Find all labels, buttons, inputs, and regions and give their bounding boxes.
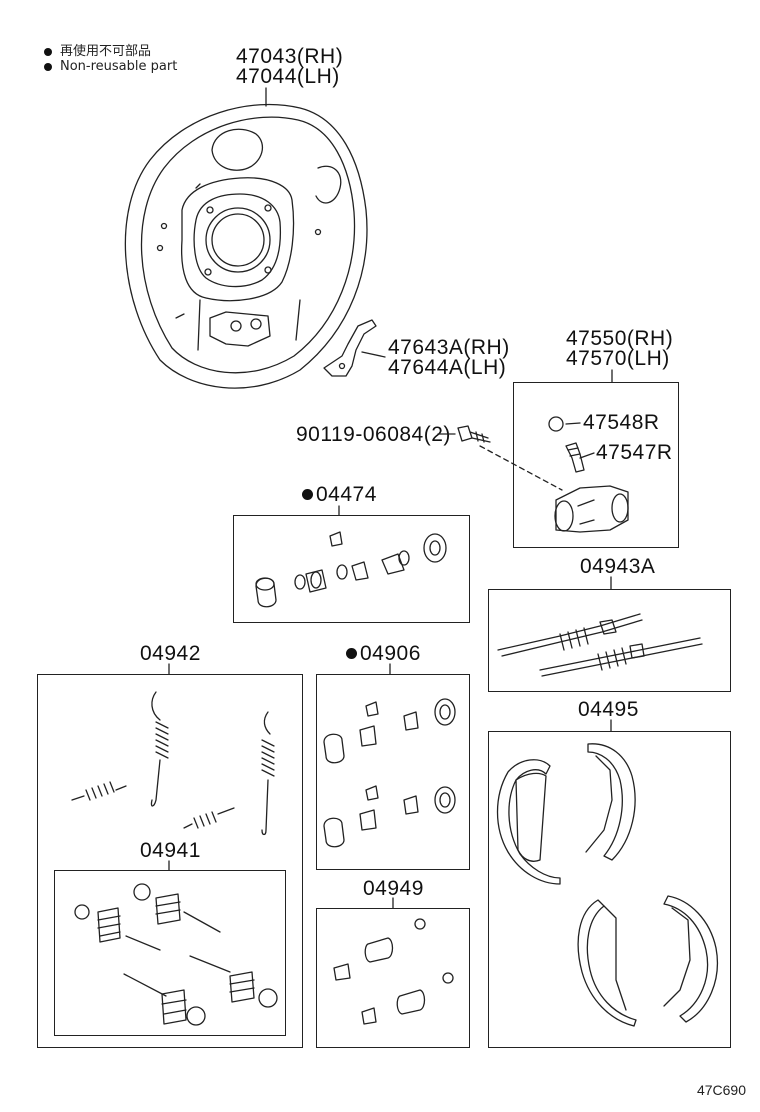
- label-bleeder-plug[interactable]: 47547R: [596, 441, 673, 464]
- legend-en: Non-reusable part: [44, 59, 177, 74]
- label-wheel-cyl-lh[interactable]: 47570(LH): [566, 347, 670, 370]
- hold-down-kit-box: [54, 870, 286, 1036]
- label-bleeder-cap[interactable]: 47548R: [583, 411, 660, 434]
- label-cylinder-kit[interactable]: 04906: [346, 643, 421, 665]
- hold-down-icon: [74, 883, 278, 1026]
- backing-plate-icon: [124, 103, 368, 389]
- non-reusable-dot-icon: [302, 489, 313, 500]
- non-reusable-dot-icon: [44, 62, 52, 71]
- wheel-cylinder-box: [513, 382, 679, 548]
- footer-code: 47C690: [696, 1082, 746, 1098]
- label-adjuster-kit[interactable]: 04943A: [580, 555, 656, 578]
- non-reusable-dot-icon: [44, 47, 52, 56]
- legend-jp: 再使用不可部品: [44, 40, 151, 59]
- label-lever-lh[interactable]: 47644A(LH): [388, 356, 507, 379]
- label-wheel-cyl-rh[interactable]: 47550(RH): [566, 327, 674, 350]
- label-cup-kit[interactable]: 04474: [302, 484, 377, 506]
- label-shoe-kit[interactable]: 04495: [578, 698, 639, 721]
- lever-icon: [323, 319, 377, 377]
- label-lever-rh[interactable]: 47643A(RH): [388, 336, 510, 359]
- spring-kit-box: [37, 674, 303, 1048]
- adjuster-kit-box: [488, 589, 731, 692]
- shoe-kit-box: [488, 731, 731, 1048]
- wheel-cylinder-icon: [554, 485, 629, 533]
- cylinder-kit-box: [316, 674, 470, 870]
- spring-icon: [71, 691, 275, 836]
- bleeder-icon: [548, 416, 585, 473]
- label-small-kit[interactable]: 04949: [363, 877, 424, 900]
- adjuster-icon: [497, 613, 703, 677]
- non-reusable-dot-icon: [346, 648, 357, 659]
- cup-kit-icon: [255, 531, 447, 608]
- label-hold-down-kit[interactable]: 04941: [140, 839, 201, 862]
- brake-shoe-icon: [496, 743, 718, 1027]
- label-backing-plate-rh[interactable]: 47043(RH): [236, 45, 344, 68]
- label-bolt[interactable]: 90119-06084(2): [296, 423, 451, 446]
- label-backing-plate-lh[interactable]: 47044(LH): [236, 65, 340, 88]
- cup-kit-box: [233, 515, 470, 623]
- small-kit-icon: [333, 918, 454, 1025]
- cylinder-kit-icon: [323, 698, 456, 848]
- label-spring-kit[interactable]: 04942: [140, 642, 201, 665]
- bolt-icon: [457, 425, 491, 443]
